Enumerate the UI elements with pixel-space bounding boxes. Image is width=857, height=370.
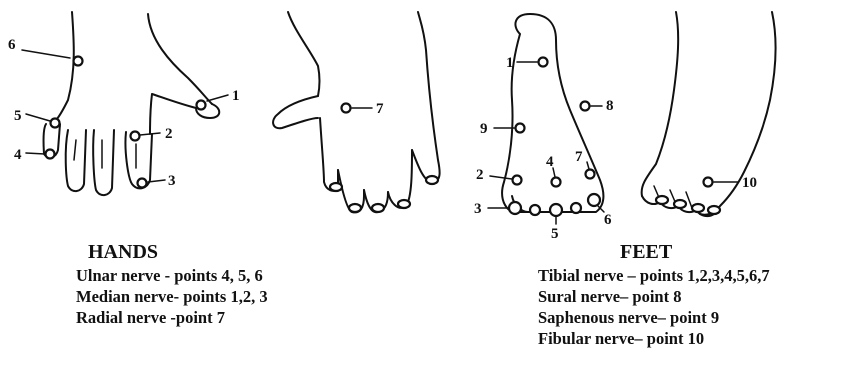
hand-point-5 xyxy=(51,119,60,128)
foot-side-nail-2 xyxy=(674,200,686,208)
hand-label-6: 6 xyxy=(8,37,16,53)
foot-point-10 xyxy=(704,178,713,187)
hand-point-6 xyxy=(74,57,83,66)
foot-side-nail-3 xyxy=(692,204,704,212)
foot-side-nail-4 xyxy=(708,206,720,214)
right-hand-nail-4 xyxy=(398,200,410,208)
right-hand-nail-5 xyxy=(426,176,438,184)
hand-label-7: 7 xyxy=(376,101,384,117)
foot-point-8 xyxy=(581,102,590,111)
hand-point-1 xyxy=(197,101,206,110)
nerve-points-diagram: 6 1 5 2 4 3 7 xyxy=(0,0,857,240)
foot-label-7: 7 xyxy=(575,149,583,165)
foot-label-8: 8 xyxy=(606,98,614,114)
hand-point-2 xyxy=(131,132,140,141)
right-hand-illustration xyxy=(273,12,440,212)
hands-legend-radial: Radial nerve -point 7 xyxy=(76,307,268,328)
foot-label-2: 2 xyxy=(476,167,484,183)
left-hand-leaders xyxy=(22,50,228,182)
foot-point-3 xyxy=(509,202,521,214)
left-hand-labels: 6 1 5 2 4 3 xyxy=(8,37,240,189)
foot-label-9: 9 xyxy=(480,121,488,137)
foot-label-5: 5 xyxy=(551,226,559,240)
foot-point-9 xyxy=(516,124,525,133)
left-hand-illustration xyxy=(44,12,220,195)
feet-legend-fibular: Fibular nerve– point 10 xyxy=(538,328,770,349)
feet-title: FEET xyxy=(620,241,672,264)
feet-legend-saphenous: Saphenous nerve– point 9 xyxy=(538,307,770,328)
foot-point-5 xyxy=(550,204,562,216)
feet-legend-tibial: Tibial nerve – points 1,2,3,4,5,6,7 xyxy=(538,265,770,286)
right-hand-nail-3 xyxy=(372,204,384,212)
right-hand-nail-2 xyxy=(349,204,361,212)
left-hand-points xyxy=(46,57,206,188)
foot-sole-points xyxy=(509,58,600,217)
foot-point-7 xyxy=(586,170,595,179)
feet-legend-sural: Sural nerve– point 8 xyxy=(538,286,770,307)
hands-title: HANDS xyxy=(88,241,158,264)
hand-label-4: 4 xyxy=(14,147,22,163)
feet-legend: Tibial nerve – points 1,2,3,4,5,6,7 Sura… xyxy=(538,265,770,349)
foot-side-nail-1 xyxy=(656,196,668,204)
right-hand-points xyxy=(330,104,438,213)
hand-label-2: 2 xyxy=(165,126,173,142)
hand-point-4 xyxy=(46,150,55,159)
right-hand-nail-1 xyxy=(330,183,342,191)
hand-label-1: 1 xyxy=(232,88,240,104)
hand-point-3 xyxy=(138,179,147,188)
foot-toe-mark-2 xyxy=(571,203,581,213)
foot-label-3: 3 xyxy=(474,201,482,217)
foot-point-4 xyxy=(552,178,561,187)
foot-point-1 xyxy=(539,58,548,67)
foot-sole-leaders xyxy=(488,62,604,224)
foot-toe-mark-1 xyxy=(530,205,540,215)
foot-label-6: 6 xyxy=(604,212,612,228)
foot-label-10: 10 xyxy=(742,175,757,191)
foot-point-2 xyxy=(513,176,522,185)
hand-point-7 xyxy=(342,104,351,113)
hands-legend-ulnar: Ulnar nerve - points 4, 5, 6 xyxy=(76,265,268,286)
hands-legend-median: Median nerve- points 1,2, 3 xyxy=(76,286,268,307)
hands-legend: Ulnar nerve - points 4, 5, 6 Median nerv… xyxy=(76,265,268,328)
foot-label-4: 4 xyxy=(546,154,554,170)
hand-label-3: 3 xyxy=(168,173,176,189)
hand-label-5: 5 xyxy=(14,108,22,124)
foot-point-6 xyxy=(588,194,600,206)
foot-label-1: 1 xyxy=(506,55,514,71)
